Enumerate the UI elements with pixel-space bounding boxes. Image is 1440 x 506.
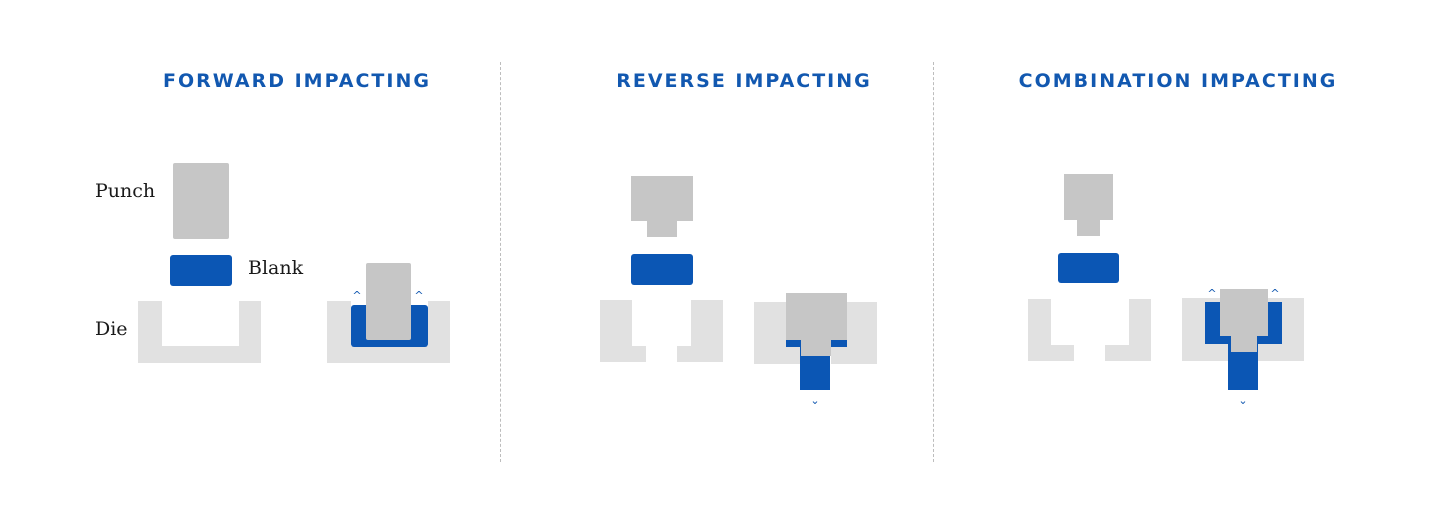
forward-blank bbox=[170, 255, 232, 286]
forward-impacting-title: FORWARD IMPACTING bbox=[163, 70, 431, 92]
combination-die-left bbox=[1028, 299, 1074, 361]
divider-right bbox=[933, 62, 934, 462]
divider-left bbox=[500, 62, 501, 462]
reverse-after: ⌄ bbox=[754, 293, 877, 407]
punch-label: Punch bbox=[95, 180, 156, 202]
reverse-punch-after bbox=[786, 293, 847, 356]
forward-punch-after bbox=[366, 263, 411, 340]
forward-up-arrow-right-icon: ^ bbox=[414, 289, 423, 302]
reverse-die-right bbox=[677, 300, 723, 362]
blank-label: Blank bbox=[248, 257, 304, 279]
forward-before bbox=[138, 163, 261, 363]
forward-die bbox=[138, 301, 261, 363]
combination-die-right bbox=[1105, 299, 1151, 361]
combination-down-arrow-icon: ⌄ bbox=[1238, 394, 1247, 407]
reverse-die-left bbox=[600, 300, 646, 362]
forward-after: ^ ^ bbox=[327, 263, 450, 363]
combination-before bbox=[1028, 174, 1151, 361]
reverse-blank bbox=[631, 254, 693, 285]
reverse-impacting-title: REVERSE IMPACTING bbox=[616, 70, 872, 92]
combination-after: ^ ^ ⌄ bbox=[1182, 287, 1304, 407]
reverse-down-arrow-icon: ⌄ bbox=[810, 394, 819, 407]
combination-blank bbox=[1058, 253, 1119, 283]
die-label: Die bbox=[95, 318, 128, 340]
forward-die-after bbox=[327, 301, 450, 363]
combination-up-arrow-right-icon: ^ bbox=[1270, 287, 1279, 300]
combination-punch-after bbox=[1220, 289, 1268, 352]
combination-impacting-title: COMBINATION IMPACTING bbox=[1018, 70, 1338, 92]
reverse-punch bbox=[631, 176, 693, 237]
forward-punch bbox=[173, 163, 229, 239]
reverse-before bbox=[600, 176, 723, 362]
combination-up-arrow-left-icon: ^ bbox=[1207, 287, 1216, 300]
combination-punch bbox=[1064, 174, 1113, 236]
forward-up-arrow-left-icon: ^ bbox=[352, 289, 361, 302]
